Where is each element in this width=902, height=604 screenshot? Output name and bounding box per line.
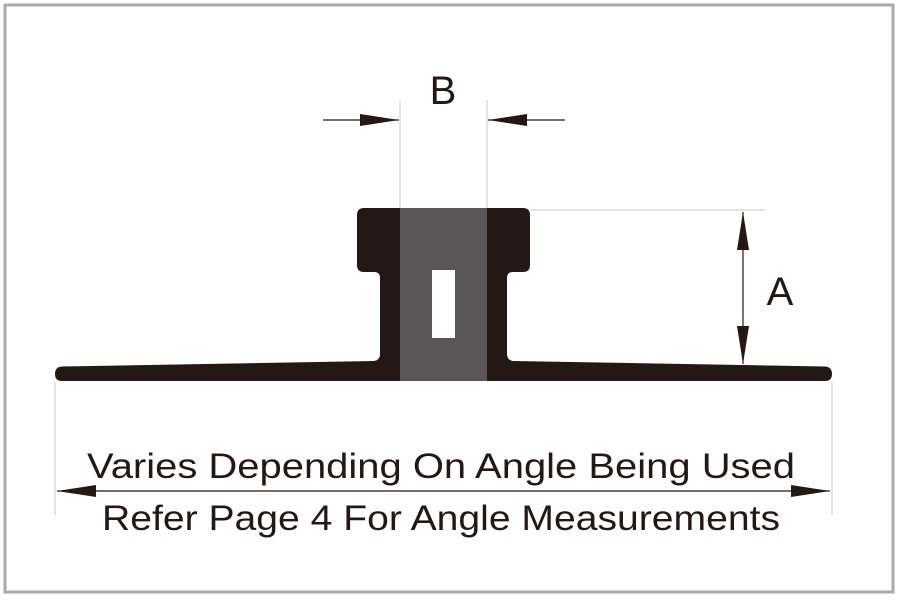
profile-right: [487, 208, 832, 381]
insert-slot: [432, 270, 455, 338]
profile-left: [55, 208, 400, 381]
overall-width-arrow: [57, 485, 830, 497]
dimension-b-label: B: [430, 69, 457, 113]
dimension-a-arrow: [737, 212, 749, 364]
width-note-line1: Varies Depending On Angle Being Used: [87, 447, 795, 486]
dimension-a-label: A: [767, 270, 794, 314]
dimension-b-arrows: [323, 114, 565, 126]
label-backing: [100, 497, 786, 537]
width-note-line2: Refer Page 4 For Angle Measurements: [102, 499, 780, 538]
frame-border: [3, 3, 895, 594]
guide-lines: [54, 100, 833, 515]
label-backing: [85, 443, 801, 483]
